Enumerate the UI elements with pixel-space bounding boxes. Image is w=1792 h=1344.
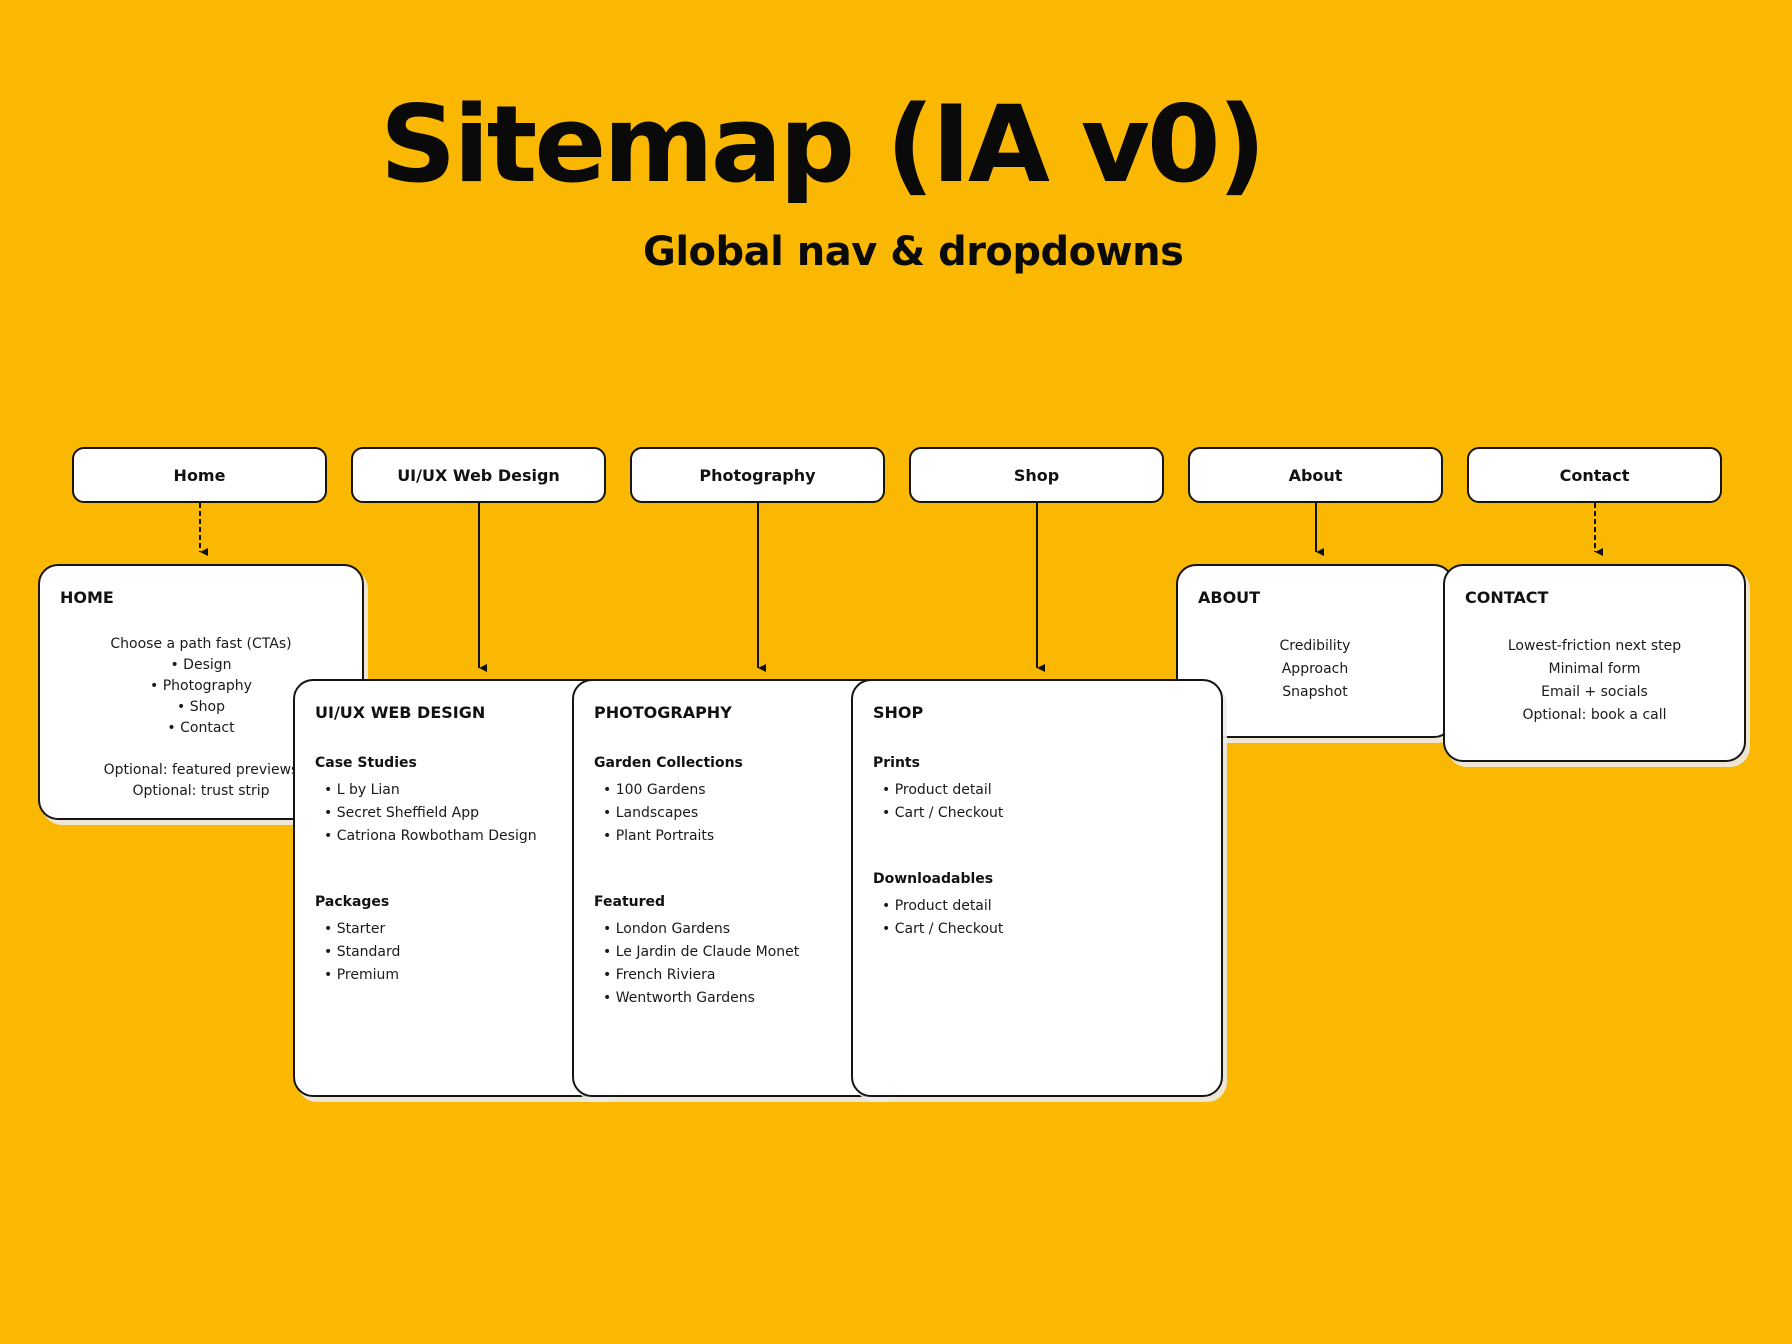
- nav-home[interactable]: Home: [72, 447, 327, 503]
- photography-featured: Featured • London Gardens • Le Jardin de…: [594, 894, 799, 1010]
- home-line: • Contact: [167, 720, 235, 736]
- uiux-card: UI/UX WEB DESIGN Case Studies • L by Lia…: [293, 679, 619, 1097]
- section-title: Packages: [315, 894, 390, 910]
- contact-line: Optional: book a call: [1522, 707, 1667, 723]
- home-line: • Design: [170, 657, 232, 673]
- about-line: Snapshot: [1282, 684, 1348, 700]
- list-item: • London Gardens: [603, 921, 731, 937]
- list-item: • Cart / Checkout: [882, 921, 1004, 937]
- list-item: • French Riviera: [603, 967, 716, 983]
- section-title: Garden Collections: [594, 755, 743, 771]
- list-item: • Le Jardin de Claude Monet: [603, 944, 800, 960]
- list-item: • Product detail: [882, 898, 992, 914]
- nav-uiux-web-design[interactable]: UI/UX Web Design: [351, 447, 606, 503]
- shop-card: SHOP Prints • Product detail • Cart / Ch…: [851, 679, 1223, 1097]
- list-item: • Catriona Rowbotham Design: [324, 828, 537, 844]
- uiux-packages: Packages • Starter • Standard • Premium: [315, 894, 400, 987]
- nav-shop[interactable]: Shop: [909, 447, 1164, 503]
- nav-about[interactable]: About: [1188, 447, 1443, 503]
- list-item: • Landscapes: [603, 805, 699, 821]
- home-optional: Optional: featured previews: [103, 762, 299, 778]
- about-card-title: ABOUT: [1198, 588, 1261, 607]
- section-title: Prints: [873, 755, 920, 771]
- about-line: Approach: [1281, 661, 1349, 677]
- home-optional: Optional: trust strip: [132, 783, 270, 799]
- section-title: Downloadables: [873, 871, 994, 887]
- shop-prints: Prints • Product detail • Cart / Checkou…: [873, 755, 1003, 825]
- page-title: Sitemap (IA v0): [380, 83, 1266, 206]
- list-item: • Standard: [324, 944, 401, 960]
- contact-lines: Lowest-friction next step Minimal form E…: [1445, 635, 1744, 727]
- shop-card-title: SHOP: [873, 703, 924, 722]
- contact-line: Minimal form: [1548, 661, 1641, 677]
- list-item: • Cart / Checkout: [882, 805, 1004, 821]
- home-ctas: Choose a path fast (CTAs) • Design • Pho…: [40, 634, 362, 802]
- nav-photography[interactable]: Photography: [630, 447, 885, 503]
- uiux-card-title: UI/UX WEB DESIGN: [315, 703, 486, 722]
- contact-line: Lowest-friction next step: [1507, 638, 1682, 654]
- contact-card-title: CONTACT: [1465, 588, 1549, 607]
- shop-downloadables: Downloadables • Product detail • Cart / …: [873, 871, 1003, 941]
- list-item: • 100 Gardens: [603, 782, 706, 798]
- nav-contact[interactable]: Contact: [1467, 447, 1722, 503]
- photography-card-title: PHOTOGRAPHY: [594, 703, 732, 722]
- list-item: • Secret Sheffield App: [324, 805, 480, 821]
- about-lines: Credibility Approach Snapshot: [1178, 635, 1452, 704]
- home-line: • Photography: [150, 678, 252, 694]
- contact-card: CONTACT Lowest-friction next step Minima…: [1443, 564, 1746, 762]
- list-item: • Product detail: [882, 782, 992, 798]
- page-subtitle: Global nav & dropdowns: [643, 229, 1184, 275]
- list-item: • Wentworth Gardens: [603, 990, 755, 1006]
- photography-card: PHOTOGRAPHY Garden Collections • 100 Gar…: [572, 679, 898, 1097]
- list-item: • Starter: [324, 921, 386, 937]
- home-line: Choose a path fast (CTAs): [110, 636, 292, 652]
- photography-garden-collections: Garden Collections • 100 Gardens • Lands…: [594, 755, 743, 848]
- home-card-title: HOME: [60, 588, 114, 607]
- list-item: • L by Lian: [324, 782, 400, 798]
- about-line: Credibility: [1279, 638, 1351, 654]
- section-title: Featured: [594, 894, 666, 910]
- contact-line: Email + socials: [1541, 684, 1648, 700]
- list-item: • Plant Portraits: [603, 828, 715, 844]
- section-title: Case Studies: [315, 755, 417, 771]
- uiux-case-studies: Case Studies • L by Lian • Secret Sheffi…: [315, 755, 537, 848]
- list-item: • Premium: [324, 967, 400, 983]
- home-line: • Shop: [177, 699, 225, 715]
